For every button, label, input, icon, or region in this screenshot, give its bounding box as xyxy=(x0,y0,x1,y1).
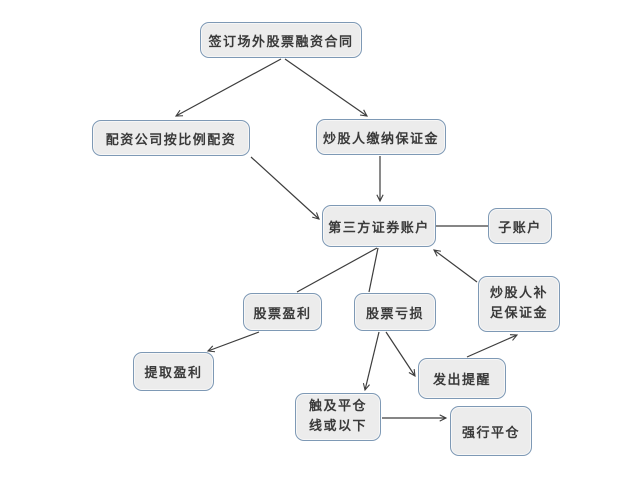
node-third-party-account-label: 第三方证券账户 xyxy=(328,220,430,236)
node-stock-profit-label: 股票盈利 xyxy=(253,306,312,322)
node-peizi-company: 配资公司按比例配资 xyxy=(92,120,250,156)
node-replenish-margin: 炒股人补足保证金 xyxy=(478,276,560,332)
node-send-reminder-label: 发出提醒 xyxy=(432,373,491,388)
node-third-party-account: 第三方证券账户 xyxy=(322,205,436,247)
edge-replenish-to-account xyxy=(433,249,478,283)
node-trader-margin: 炒股人缴纳保证金 xyxy=(316,119,446,155)
node-stock-loss: 股票亏损 xyxy=(354,293,436,331)
node-send-reminder: 发出提醒 xyxy=(418,358,506,399)
node-sign-contract: 签订场外股票融资合同 xyxy=(200,22,362,58)
edge-account-loss xyxy=(368,247,379,293)
edge-reminder-to-replenish xyxy=(466,334,519,358)
edge-contract-to-peizi xyxy=(174,58,282,117)
node-withdraw-profit-label: 提取盈利 xyxy=(144,366,203,381)
node-sub-account: 子账户 xyxy=(488,208,552,244)
edge-contract-to-margin xyxy=(284,58,368,117)
node-forced-liquidation: 强行平仓 xyxy=(450,406,532,456)
edge-loss-to-hitline xyxy=(362,331,380,392)
node-trader-margin-label: 炒股人缴纳保证金 xyxy=(322,131,439,147)
node-sign-contract-label: 签订场外股票融资合同 xyxy=(208,34,354,50)
node-stock-loss-label: 股票亏损 xyxy=(365,306,424,322)
edge-peizi-to-account xyxy=(250,156,320,220)
node-withdraw-profit: 提取盈利 xyxy=(133,352,214,391)
edge-profit-to-withdraw xyxy=(206,331,260,353)
node-stock-profit: 股票盈利 xyxy=(243,293,322,331)
node-peizi-company-label: 配资公司按比例配资 xyxy=(105,132,237,148)
edge-account-profit xyxy=(296,247,378,293)
node-hit-close-line: 触及平仓线或以下 xyxy=(295,393,381,441)
node-sub-account-label: 子账户 xyxy=(498,220,542,236)
node-replenish-margin-label: 炒股人补足保证金 xyxy=(489,285,548,321)
edge-loss-to-reminder xyxy=(385,331,416,378)
node-forced-liquidation-label: 强行平仓 xyxy=(461,425,520,441)
node-hit-close-line-label: 触及平仓线或以下 xyxy=(308,398,367,434)
